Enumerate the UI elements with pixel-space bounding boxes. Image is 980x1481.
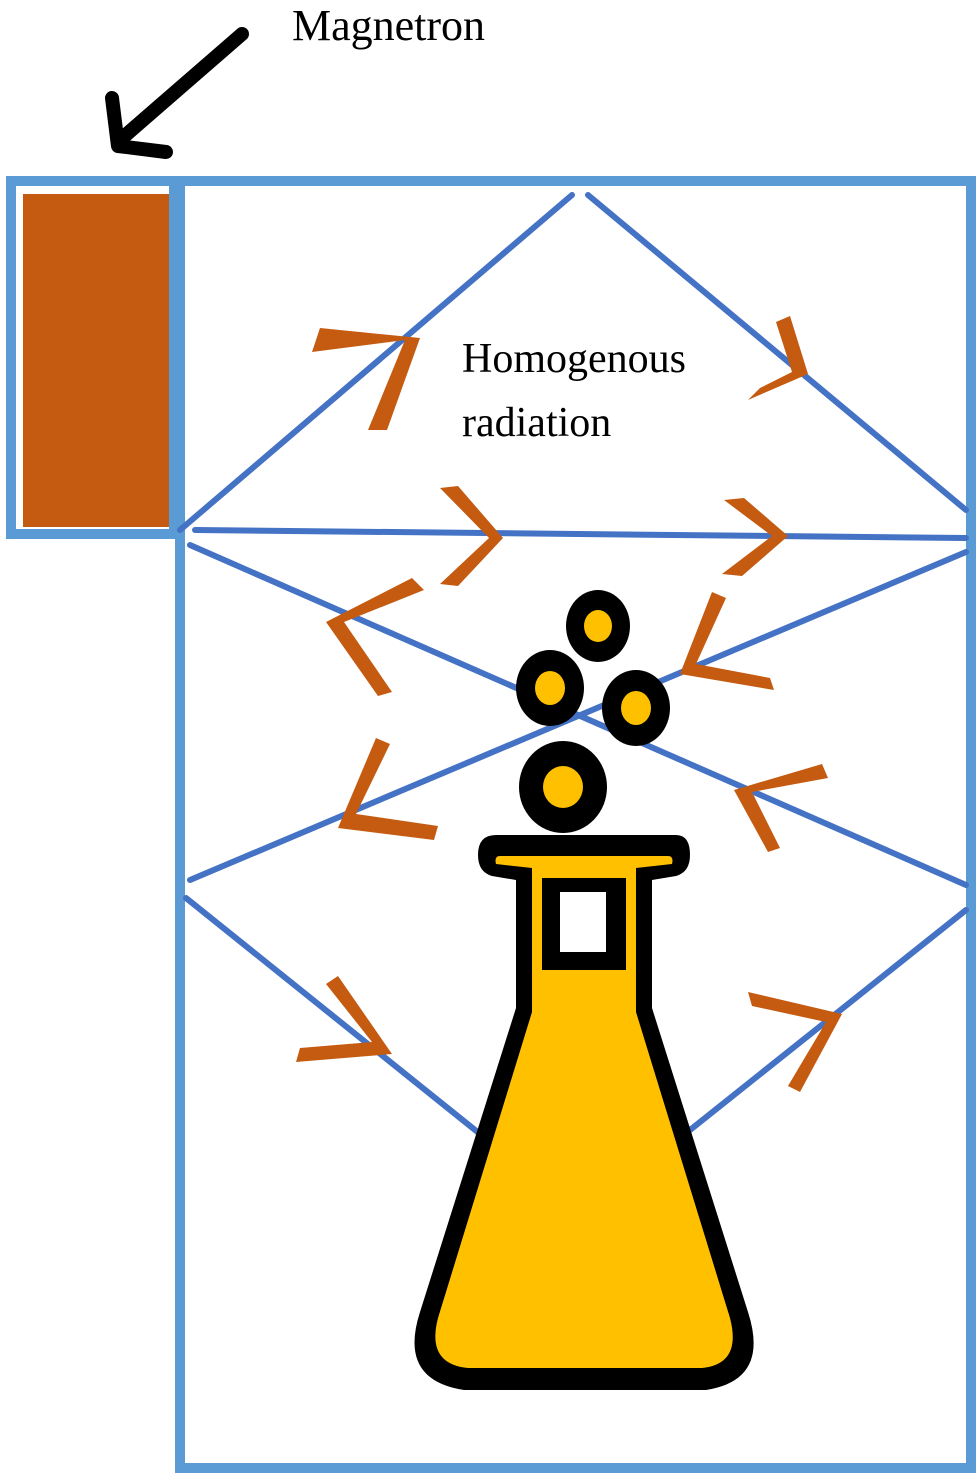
chevron-arrow-icon (680, 592, 774, 690)
chevron-arrow-icon (748, 992, 842, 1092)
magnetron-block (23, 194, 169, 527)
beam-line (177, 192, 575, 533)
bubble-icon (516, 650, 584, 726)
magnetron-label: Magnetron (292, 1, 485, 50)
chevron-arrow-icon (722, 498, 788, 576)
beam-line (585, 192, 969, 513)
chevron-arrow-icon (734, 764, 828, 852)
chevron-arrow-icon (748, 316, 808, 400)
bubble-icon (519, 741, 607, 833)
beam-line (183, 895, 493, 1145)
beam-line (192, 527, 969, 541)
reaction-bubbles (516, 590, 670, 833)
beam-line (672, 907, 969, 1145)
wave-direction-arrows (296, 316, 842, 1092)
beam-line (187, 549, 969, 883)
chevron-arrow-icon (338, 738, 438, 840)
radiation-label-line2: radiation (462, 400, 611, 446)
bubble-icon (602, 670, 670, 746)
chevron-arrow-icon (326, 578, 424, 696)
microwave-beam-paths (177, 192, 969, 1145)
chevron-arrow-icon (296, 976, 392, 1062)
bubble-icon (566, 590, 630, 662)
chevron-arrow-icon (440, 486, 503, 586)
erlenmeyer-flask-icon (414, 835, 754, 1390)
microwave-cavity (175, 176, 976, 1473)
radiation-label-line1: Homogenous (462, 336, 686, 382)
chevron-arrow-icon (312, 328, 420, 430)
magnetron-pointer-arrow-icon (105, 27, 249, 159)
